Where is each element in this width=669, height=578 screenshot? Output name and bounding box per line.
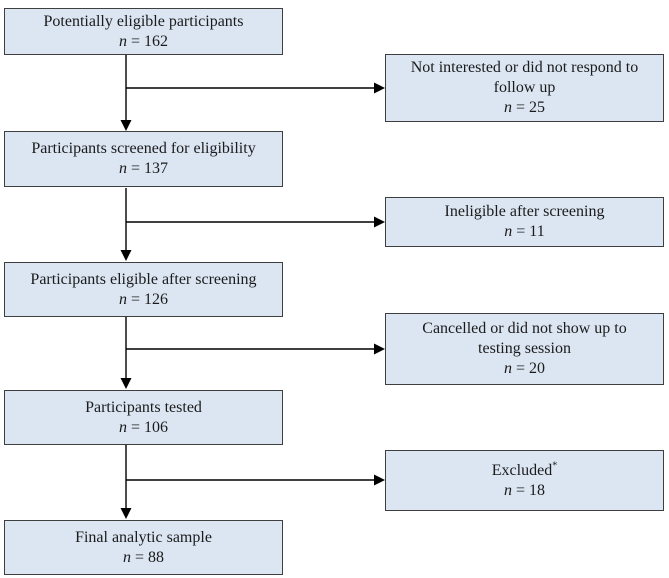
box-n-value: n = 106 [119,418,168,438]
arrowhead-down-icon [120,508,132,519]
box-eligible-after-screening: Participants eligible after screening n … [4,262,283,317]
box-label: Ineligible after screening [444,203,605,220]
box-ineligible: Ineligible after screening n = 11 [385,197,664,247]
box-label: Excluded* [492,461,557,481]
n-count: = 126 [130,290,169,308]
n-count: = 88 [134,548,165,566]
box-label: testing session [478,340,571,357]
box-final-analytic-sample: Final analytic sample n = 88 [4,520,283,575]
arrowhead-right-icon [374,216,385,228]
box-label-text: Excluded [491,461,553,479]
box-n-value: n = 88 [123,548,164,568]
n-count: = 18 [515,481,546,499]
arrowhead-down-icon [120,378,132,389]
arrowhead-down-icon [120,250,132,261]
n-symbol: n [118,290,127,308]
box-label: Participants screened for eligibility [31,140,256,157]
box-n-value: n = 126 [119,290,168,310]
n-symbol: n [118,418,127,436]
n-symbol: n [118,32,127,50]
box-n-value: n = 11 [504,222,544,242]
arrowhead-right-icon [374,82,385,94]
box-tested: Participants tested n = 106 [4,390,283,445]
n-symbol: n [503,99,512,116]
box-label: Final analytic sample [75,528,212,546]
n-symbol: n [504,223,513,240]
box-n-value: n = 20 [504,359,545,379]
n-count: = 25 [515,99,546,116]
footnote-asterisk: * [552,460,558,472]
box-label: Participants tested [85,398,202,416]
box-label: Participants eligible after screening [30,270,257,288]
arrowhead-right-icon [374,343,385,355]
box-n-value: n = 162 [119,32,168,52]
arrowhead-down-icon [120,120,132,131]
n-symbol: n [503,360,512,377]
arrowhead-right-icon [374,474,385,486]
n-symbol: n [503,481,512,499]
n-symbol: n [118,160,127,177]
box-potentially-eligible: Potentially eligible participants n = 16… [4,8,283,55]
box-cancelled: Cancelled or did not show up to testing … [385,313,664,385]
box-label: Not interested or did not respond to [410,59,639,76]
box-n-value: n = 25 [504,98,545,118]
box-n-value: n = 18 [504,481,545,501]
n-count: = 20 [515,360,546,377]
box-n-value: n = 137 [119,159,168,179]
n-count: = 11 [516,223,545,240]
box-label: Cancelled or did not show up to [422,320,627,337]
n-count: = 106 [130,418,169,436]
n-symbol: n [122,548,131,566]
n-count: = 162 [130,32,169,50]
box-label: Potentially eligible participants [43,12,244,30]
n-count: = 137 [130,160,169,177]
box-excluded: Excluded* n = 18 [385,450,664,511]
box-not-interested: Not interested or did not respond to fol… [385,54,664,122]
box-screened: Participants screened for eligibility n … [4,131,283,187]
box-label: follow up [493,79,556,96]
